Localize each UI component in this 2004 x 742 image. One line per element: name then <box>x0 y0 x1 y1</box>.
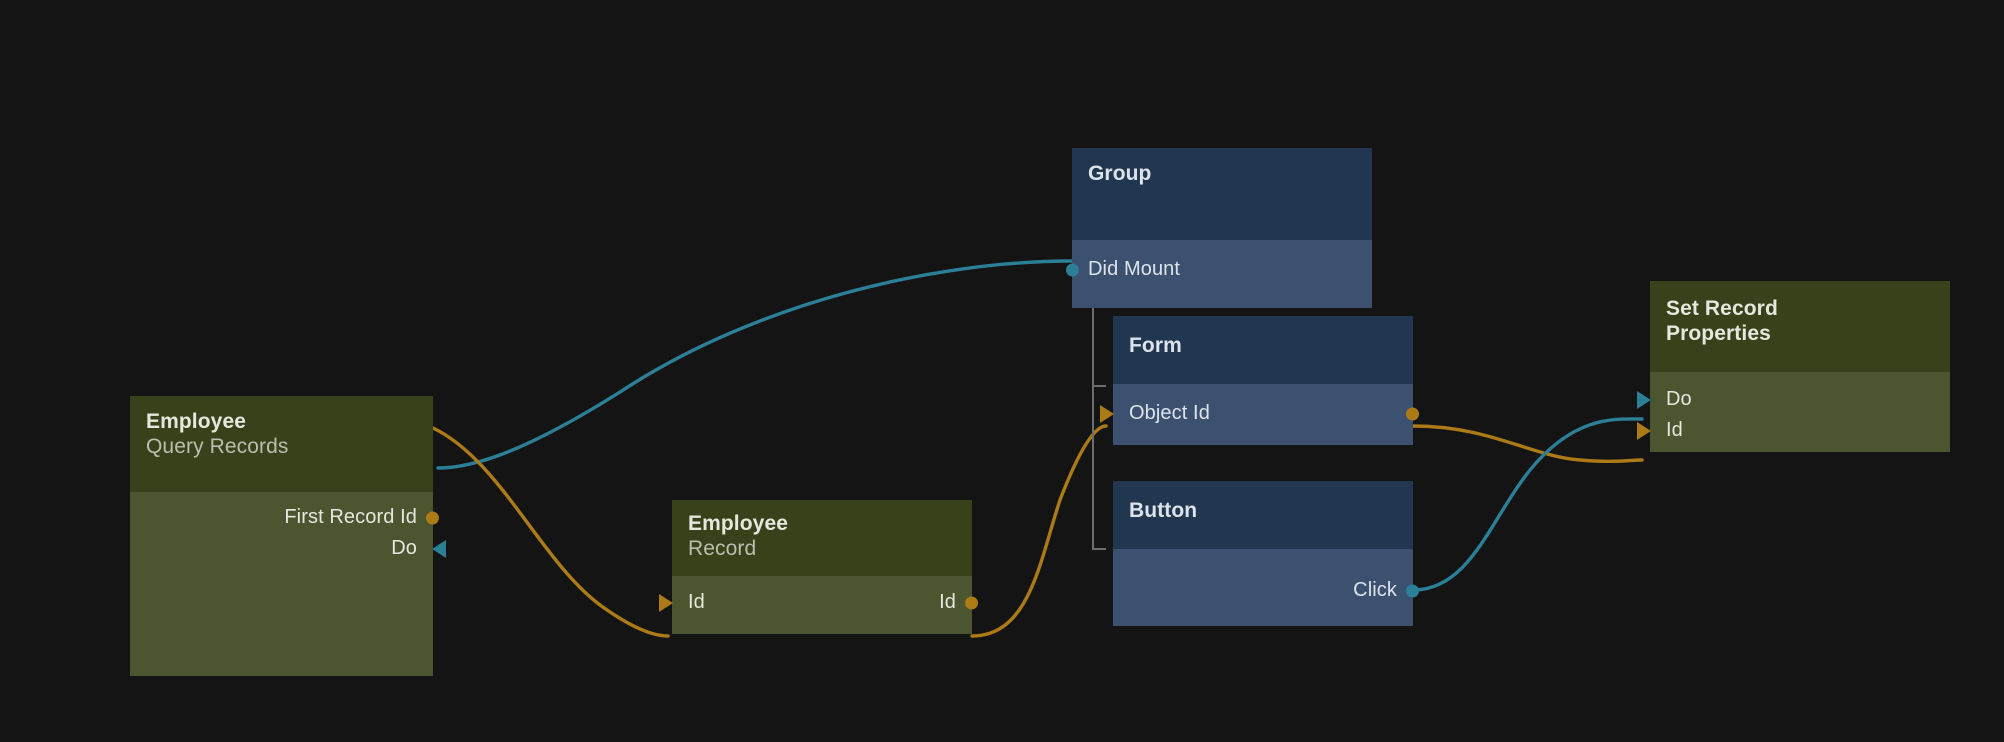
port-label-do-in: Do <box>1666 388 1692 410</box>
port-label-id-out: Id <box>939 591 956 613</box>
port-row-id-in[interactable]: Id <box>1637 415 1950 446</box>
node-title: Button <box>1129 499 1198 522</box>
node-set-record-properties[interactable]: Set Record Properties Do Id <box>1637 281 1950 452</box>
port-row-record-ids[interactable]: Id Id <box>659 587 978 618</box>
node-header: Employee Query Records <box>130 396 433 492</box>
node-subtitle: Record <box>688 536 757 560</box>
port-label-do: Do <box>391 537 417 559</box>
node-subtitle: Query Records <box>146 434 289 458</box>
node-group[interactable]: Group Did Mount <box>1066 148 1372 308</box>
node-header: Employee Record <box>672 500 972 576</box>
port-dot-object-id-out[interactable] <box>1406 407 1419 420</box>
port-arrow-do[interactable] <box>432 539 446 558</box>
port-row-do[interactable]: Do <box>130 533 446 564</box>
node-body: Id Id <box>659 576 978 634</box>
node-title: Form <box>1129 334 1182 357</box>
node-header: Set Record Properties <box>1650 281 1950 372</box>
node-form[interactable]: Form Object Id <box>1100 316 1419 445</box>
node-title: Employee <box>688 512 789 535</box>
port-label-object-id: Object Id <box>1129 402 1210 424</box>
port-dot-id-out[interactable] <box>965 596 978 609</box>
port-row-click[interactable]: Click <box>1113 575 1419 606</box>
wire-did-mount-to-do <box>436 259 1074 470</box>
port-label-did-mount: Did Mount <box>1088 258 1181 280</box>
wire-click-to-set-do <box>1411 417 1644 592</box>
node-body: Did Mount <box>1066 240 1372 308</box>
port-label-id-in: Id <box>688 591 705 613</box>
node-header: Button <box>1113 481 1413 549</box>
node-body: Do Id <box>1637 372 1950 452</box>
port-arrow-do-in[interactable] <box>1637 390 1651 409</box>
port-label-first-record-id: First Record Id <box>284 506 417 528</box>
port-arrow-id-in[interactable] <box>659 593 673 612</box>
wire-first-record-id-to-record-id <box>431 426 670 638</box>
port-row-did-mount[interactable]: Did Mount <box>1066 254 1372 285</box>
node-title: Set Record <box>1666 297 1778 320</box>
node-body: Click <box>1113 549 1419 626</box>
port-row-do-in[interactable]: Do <box>1637 384 1950 415</box>
node-body: Object Id <box>1100 384 1419 445</box>
port-label-click: Click <box>1353 579 1397 601</box>
tree-connector-stub-button <box>1092 548 1106 550</box>
node-employee-query-records[interactable]: Employee Query Records First Record Id D… <box>130 396 446 676</box>
node-title: Group <box>1088 162 1152 185</box>
wire-object-id-to-set-id <box>1411 424 1644 464</box>
node-title-line2: Properties <box>1666 321 1771 345</box>
port-dot-first-record-id[interactable] <box>426 511 439 524</box>
port-row-object-id[interactable]: Object Id <box>1100 398 1419 429</box>
port-label-id-in: Id <box>1666 419 1683 441</box>
node-body: First Record Id Do <box>130 492 446 676</box>
node-header: Group <box>1072 148 1372 240</box>
port-arrow-object-id-in[interactable] <box>1100 404 1114 423</box>
port-row-first-record-id[interactable]: First Record Id <box>130 502 439 533</box>
node-button[interactable]: Button Click <box>1113 481 1419 626</box>
tree-connector-vertical <box>1092 300 1094 550</box>
port-dot-did-mount[interactable] <box>1066 263 1079 276</box>
node-employee-record[interactable]: Employee Record Id Id <box>659 500 978 634</box>
node-title: Employee <box>146 410 247 433</box>
tree-connector-stub-form <box>1092 385 1106 387</box>
port-dot-click[interactable] <box>1406 584 1419 597</box>
port-arrow-id-in[interactable] <box>1637 421 1651 440</box>
node-header: Form <box>1113 316 1413 384</box>
wire-record-id-to-object-id <box>970 424 1108 638</box>
